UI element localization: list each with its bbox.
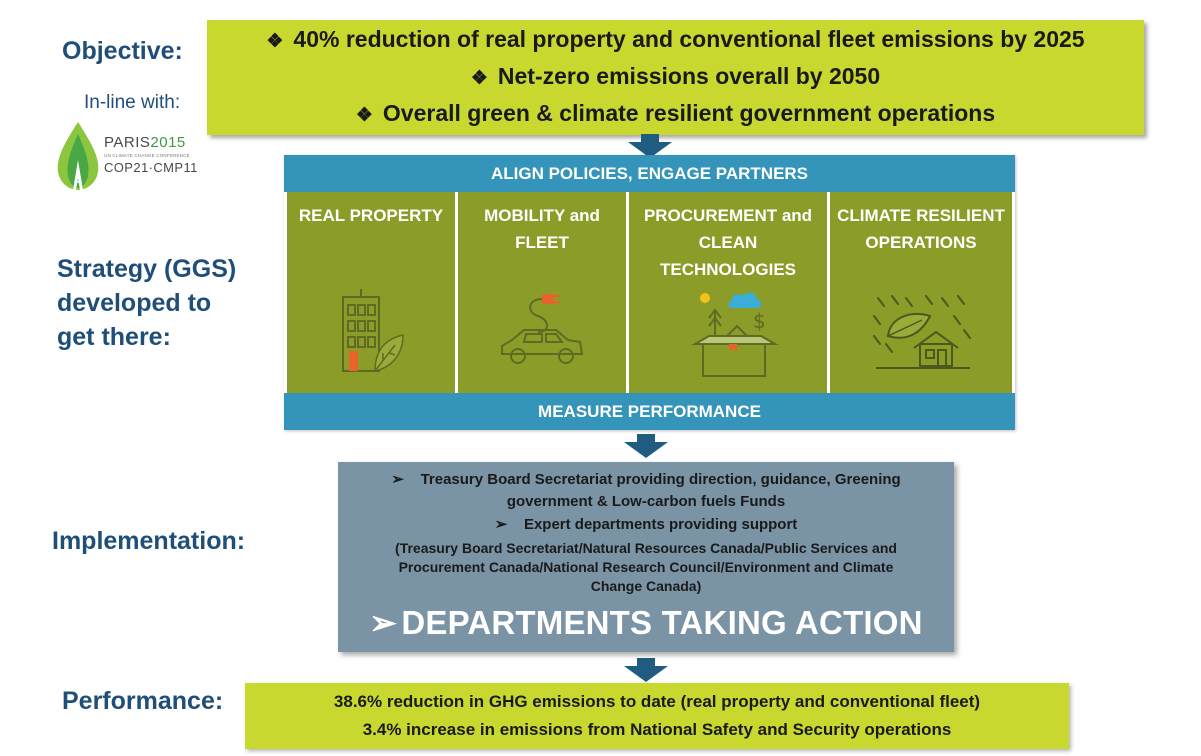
arrow-bullet-icon: ➢ [369, 604, 398, 641]
implementation-label: Implementation: [52, 527, 246, 555]
paris-logo-word: PARIS2015 [104, 134, 186, 151]
objective-line: ❖Net-zero emissions overall by 2050 [470, 63, 881, 89]
pillar-title: CLIMATE RESILIENT OPERATIONS [837, 206, 1005, 252]
diamond-bullet-icon: ❖ [266, 31, 284, 52]
performance-line: 38.6% reduction in GHG emissions to date… [333, 692, 981, 711]
pillar-real-property: REAL PROPERTY [287, 192, 455, 393]
pillar-procurement: PROCUREMENT and CLEAN TECHNOLOGIES $ [629, 192, 827, 393]
paris-logo-subtitle: UN CLIMATE CHANGE CONFERENCE [104, 153, 190, 158]
pillar-climate-resilient: CLIMATE RESILIENT OPERATIONS [830, 192, 1012, 393]
performance-line: 3.4% increase in emissions from National… [362, 720, 952, 739]
paris-logo-cop: COP21·CMP11 [104, 160, 198, 175]
objective-line: ❖Overall green & climate resilient gover… [355, 100, 996, 126]
clean-tech-box-icon: $ [691, 292, 779, 377]
pillar-title: MOBILITY and FLEET [484, 206, 600, 252]
objective-label: Objective: [62, 37, 183, 65]
strategy-label: Strategy (GGS) developed to get there: [57, 255, 237, 351]
strategy-pillars: REAL PROPERTY MOBILITY and FLEET [284, 192, 1015, 393]
pillar-mobility-fleet: MOBILITY and FLEET [458, 192, 626, 393]
impl-item-tbs-line2: government & Low-carbon fuels Funds [506, 493, 786, 510]
strategy-framework: ALIGN POLICIES, ENGAGE PARTNERS REAL PRO… [284, 155, 1015, 430]
electric-car-icon [501, 294, 584, 364]
diamond-bullet-icon: ❖ [355, 105, 373, 126]
objective-line: ❖40% reduction of real property and conv… [266, 26, 1085, 52]
arrow-bullet-icon: ➢ [494, 516, 508, 533]
measure-performance-banner: MEASURE PERFORMANCE [284, 393, 1015, 430]
performance-label: Performance: [62, 687, 224, 715]
paris-flame-icon [57, 122, 99, 190]
impl-departments-line1: (Treasury Board Secretariat/Natural Reso… [395, 540, 897, 556]
departments-taking-action: ➢ DEPARTMENTS TAKING ACTION [369, 604, 923, 641]
align-policies-banner: ALIGN POLICIES, ENGAGE PARTNERS [284, 155, 1015, 192]
building-leaf-icon [342, 289, 404, 372]
svg-text:$: $ [753, 309, 766, 333]
paris-2015-logo: PARIS2015 UN CLIMATE CHANGE CONFERENCE C… [54, 120, 204, 192]
impl-departments-line3: Change Canada) [590, 578, 702, 594]
storm-house-icon [873, 295, 971, 369]
impl-item-tbs-line1: ➢ Treasury Board Secretariat providing d… [391, 471, 901, 488]
pillar-title: REAL PROPERTY [298, 206, 444, 225]
down-arrow-icon [628, 134, 672, 158]
arrow-bullet-icon: ➢ [391, 471, 404, 488]
performance-box: 38.6% reduction in GHG emissions to date… [245, 683, 1069, 749]
down-arrow-icon [624, 434, 668, 458]
pillar-title: PROCUREMENT and CLEAN TECHNOLOGIES [643, 206, 813, 279]
impl-item-expert: ➢ Expert departments providing support [494, 516, 798, 533]
diamond-bullet-icon: ❖ [470, 68, 488, 89]
implementation-box: ➢ Treasury Board Secretariat providing d… [338, 462, 954, 652]
impl-departments-line2: Procurement Canada/National Research Cou… [398, 559, 894, 575]
down-arrow-icon [624, 658, 668, 682]
inline-with-label: In-line with: [84, 92, 181, 113]
objective-box: ❖40% reduction of real property and conv… [207, 20, 1144, 135]
